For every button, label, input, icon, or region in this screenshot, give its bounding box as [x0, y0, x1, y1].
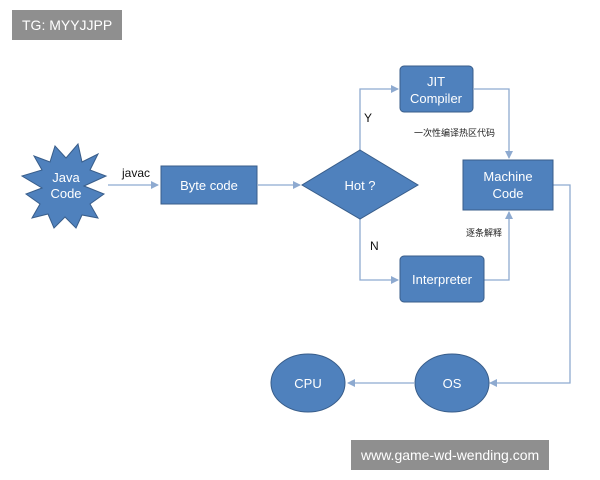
- machine-code-line1: Machine: [483, 169, 532, 184]
- os-node: OS: [414, 353, 490, 413]
- edge-hot-to-jit: [359, 85, 399, 150]
- interpreter-node: Interpreter: [399, 255, 485, 303]
- java-code-line1: Java: [52, 170, 80, 185]
- edges: [108, 85, 571, 387]
- interpreter-note-label: 逐条解释: [466, 227, 502, 239]
- edge-jit-to-machine: [474, 88, 513, 159]
- edge-hot-to-interpreter: [359, 219, 399, 284]
- byte-code-node: Byte code: [160, 165, 258, 205]
- java-code-line2: Code: [50, 186, 81, 201]
- no-label: N: [370, 239, 379, 253]
- hot-diamond-shape: [301, 149, 419, 220]
- hot-label: Hot ?: [344, 178, 375, 193]
- jit-compiler-line1: JIT: [427, 74, 445, 89]
- byte-code-label: Byte code: [180, 178, 238, 193]
- jit-compiler-line2: Compiler: [410, 91, 463, 106]
- machine-code-line2: Code: [492, 186, 523, 201]
- java-code-node: Java Code: [20, 142, 108, 229]
- os-label: OS: [443, 376, 462, 391]
- watermark-bottom: www.game-wd-wending.com: [351, 440, 550, 470]
- javac-label: javac: [121, 166, 150, 180]
- machine-code-node: Machine Code: [462, 159, 554, 211]
- yes-label: Y: [364, 111, 372, 125]
- jit-compiler-box: [399, 65, 474, 113]
- cpu-ellipse: [270, 353, 346, 413]
- cpu-node: CPU: [270, 353, 346, 413]
- edge-interpreter-to-machine: [474, 211, 513, 281]
- os-ellipse: [414, 353, 490, 413]
- jit-note-label: 一次性编译热区代码: [414, 127, 495, 139]
- interpreter-box: [399, 255, 485, 303]
- interpreter-label: Interpreter: [412, 272, 473, 287]
- cpu-label: CPU: [294, 376, 321, 391]
- watermark-top: TG: MYYJJPP: [12, 10, 123, 40]
- java-code-star-shape: [20, 142, 108, 229]
- edge-machine-to-os: [489, 184, 571, 387]
- jit-compiler-node: JIT Compiler: [399, 65, 474, 113]
- hot-decision-node: Hot ?: [301, 149, 419, 220]
- byte-code-box: [160, 165, 258, 205]
- machine-code-box: [462, 159, 554, 211]
